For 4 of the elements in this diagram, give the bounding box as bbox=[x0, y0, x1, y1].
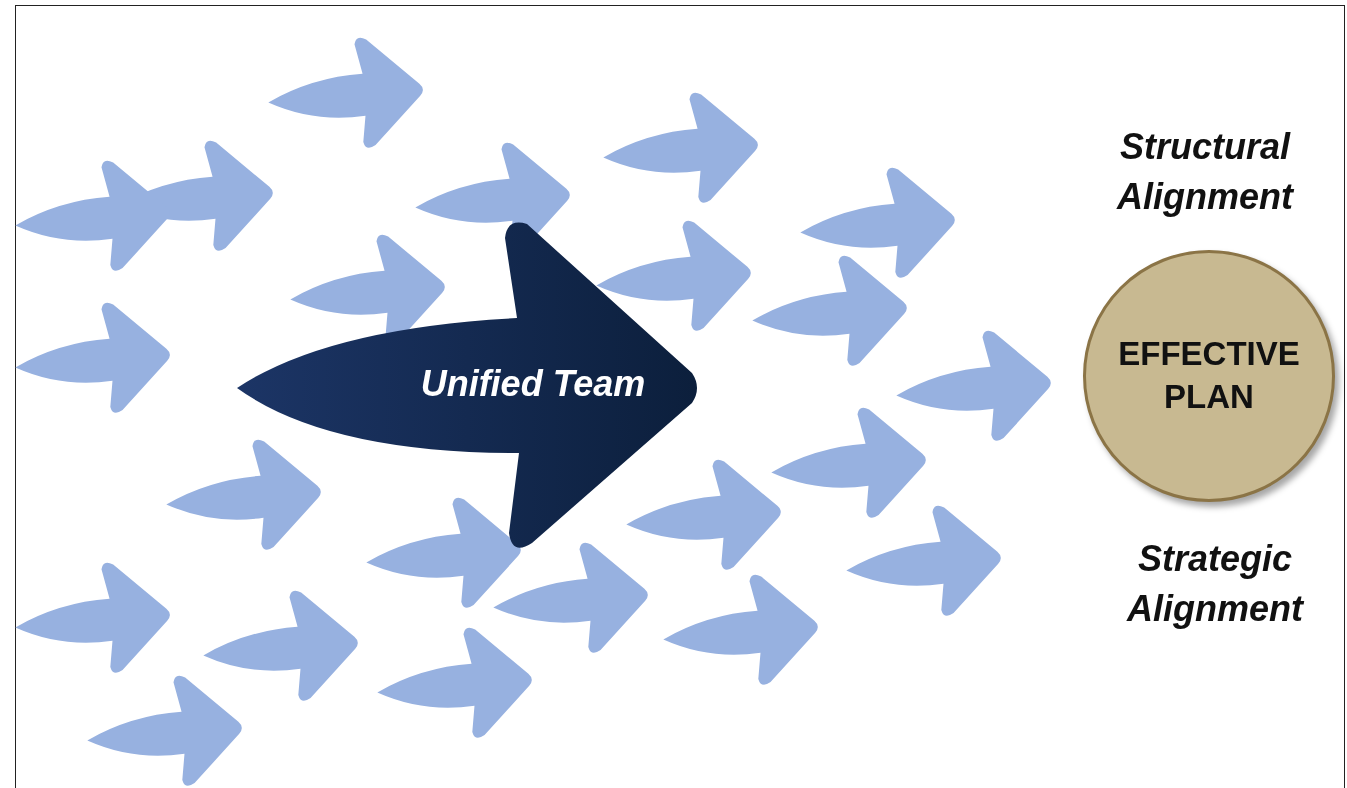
alignment-label: Structural Alignment bbox=[1115, 125, 1295, 220]
circle-label: EFFECTIVE PLAN bbox=[1117, 334, 1301, 417]
arrow-label: Unified Team bbox=[420, 363, 646, 405]
alignment-label: Strategic Alignment bbox=[1125, 537, 1305, 632]
